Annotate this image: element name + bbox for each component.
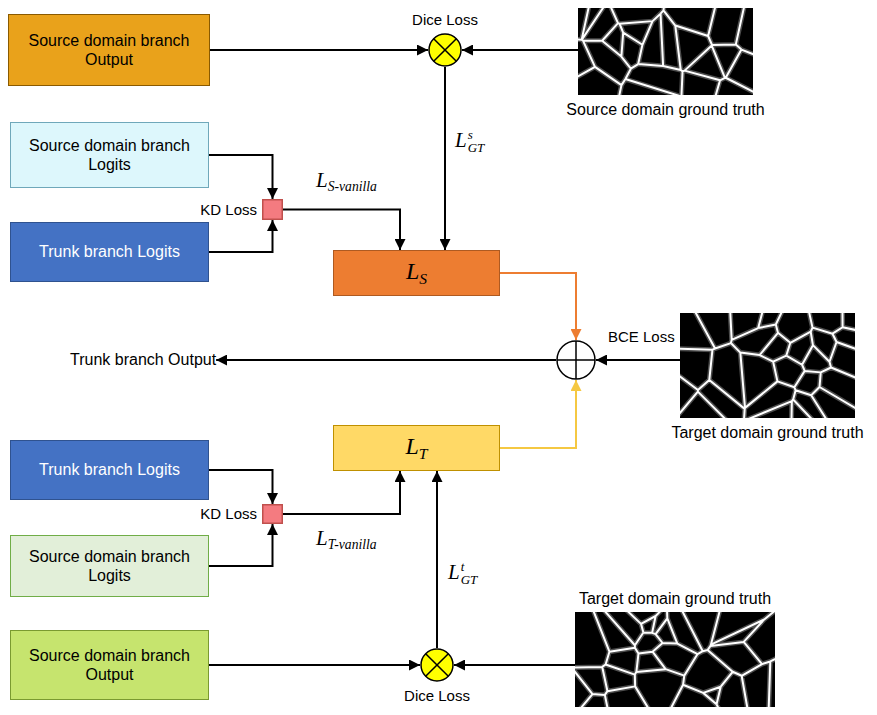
math-superscript: s [468,128,485,141]
process-box: LS [333,250,500,296]
cross-mark [434,39,457,62]
loss-term-label: LT-vanilla [316,526,377,553]
math-subscript: S [419,270,427,287]
plus-mark [557,341,595,379]
loss-term-label: LS-vanilla [316,168,377,195]
process-box: Source domain branch Output [10,630,209,700]
math-base: L [405,433,418,459]
symbol-heading: Dice Loss [404,687,470,705]
connector-arrow [210,49,428,51]
connector-arrow [209,524,273,566]
network-lines [578,8,753,95]
math-superscript: t [461,560,478,573]
math-base: L [316,168,328,192]
sum-symbol [556,340,596,380]
vessel-network-image [680,313,855,418]
image-ground [578,8,753,95]
connector-arrow [216,359,556,361]
box-label: Source domain branch Output [23,646,196,684]
connector-arrow [454,664,575,666]
sum-node: BCE Loss [556,340,596,380]
dice-loss-node: Dice Loss [420,648,454,682]
dice-symbol [428,33,462,67]
process-box: Trunk branch Logits [10,440,209,500]
connector-arrow [209,470,273,504]
image-caption: Source domain ground truth [566,100,764,119]
ground-truth-image: Target domain ground truth [680,313,855,418]
symbol-heading: Dice Loss [412,11,478,29]
kd-box [263,200,283,220]
connector-arrow [462,49,578,51]
process-box: Source domain branch Output [8,14,210,86]
math-subscript: T [419,445,428,462]
dice-symbol [420,648,454,682]
loss-symbol: LS [406,257,427,288]
vessel-network-image [575,612,775,707]
vessel-network-image [578,8,753,95]
network-glow [575,612,775,707]
math-scripts: GTs [468,128,485,154]
kd-square [262,504,283,524]
network-glow [578,8,753,95]
math-subscript: S-vanilla [328,179,377,194]
network-lines [680,313,855,418]
process-box: Source domain branch Logits [10,122,209,188]
image-caption: Target domain ground truth [671,423,863,442]
box-label: Trunk branch Logits [39,242,180,261]
box-label: Trunk branch Logits [39,460,180,479]
box-label: Source domain branch Output [21,31,197,69]
kd-square [262,199,283,220]
kd-loss-node: KD Loss [262,199,283,220]
ground-truth-image: Target domain ground truth [575,612,775,707]
network-lines [575,612,775,707]
math-base: L [448,560,460,584]
ground-truth-image: Source domain ground truth [578,8,753,95]
box-label: Source domain branch Logits [23,136,196,174]
math-scripts: GTt [461,560,478,586]
connector-arrow [500,273,576,340]
connector-arrow [209,664,420,666]
output-label: Trunk branch Output [70,349,216,371]
image-caption: Target domain ground truth [579,589,771,608]
math-subscript: GT [468,141,485,154]
box-label: Source domain branch Logits [23,547,196,585]
kd-box [263,505,283,524]
loss-term-label: LGTs [455,128,484,154]
math-base: L [455,128,467,152]
loss-term-label: LGTt [448,560,477,586]
connector-arrow [596,359,680,361]
loss-symbol: LT [405,432,427,463]
connector-arrow [283,210,400,251]
connector-arrow [500,380,576,448]
output-text: Trunk branch Output [70,349,216,371]
process-box: Source domain branch Logits [10,535,209,597]
cross-mark [426,654,449,677]
symbol-heading: KD Loss [200,505,257,523]
connector-arrow [209,155,273,199]
symbol-heading: KD Loss [200,201,257,219]
sum-circle [557,341,595,379]
dice-circle [421,649,453,681]
symbol-heading: BCE Loss [608,328,675,346]
process-box: Trunk branch Logits [10,222,209,282]
process-box: LT [333,425,500,471]
math-subscript: T-vanilla [328,537,377,552]
kd-loss-node: KD Loss [262,504,283,524]
connector-arrow [444,67,446,250]
connector-arrow [283,471,400,514]
math-base: L [406,258,419,284]
network-glow [680,313,855,418]
dice-loss-node: Dice Loss [428,33,462,67]
connector-arrow [209,220,273,252]
math-base: L [316,526,328,550]
dice-circle [429,34,461,66]
math-subscript: GT [461,573,478,586]
connector-arrow [436,471,438,648]
